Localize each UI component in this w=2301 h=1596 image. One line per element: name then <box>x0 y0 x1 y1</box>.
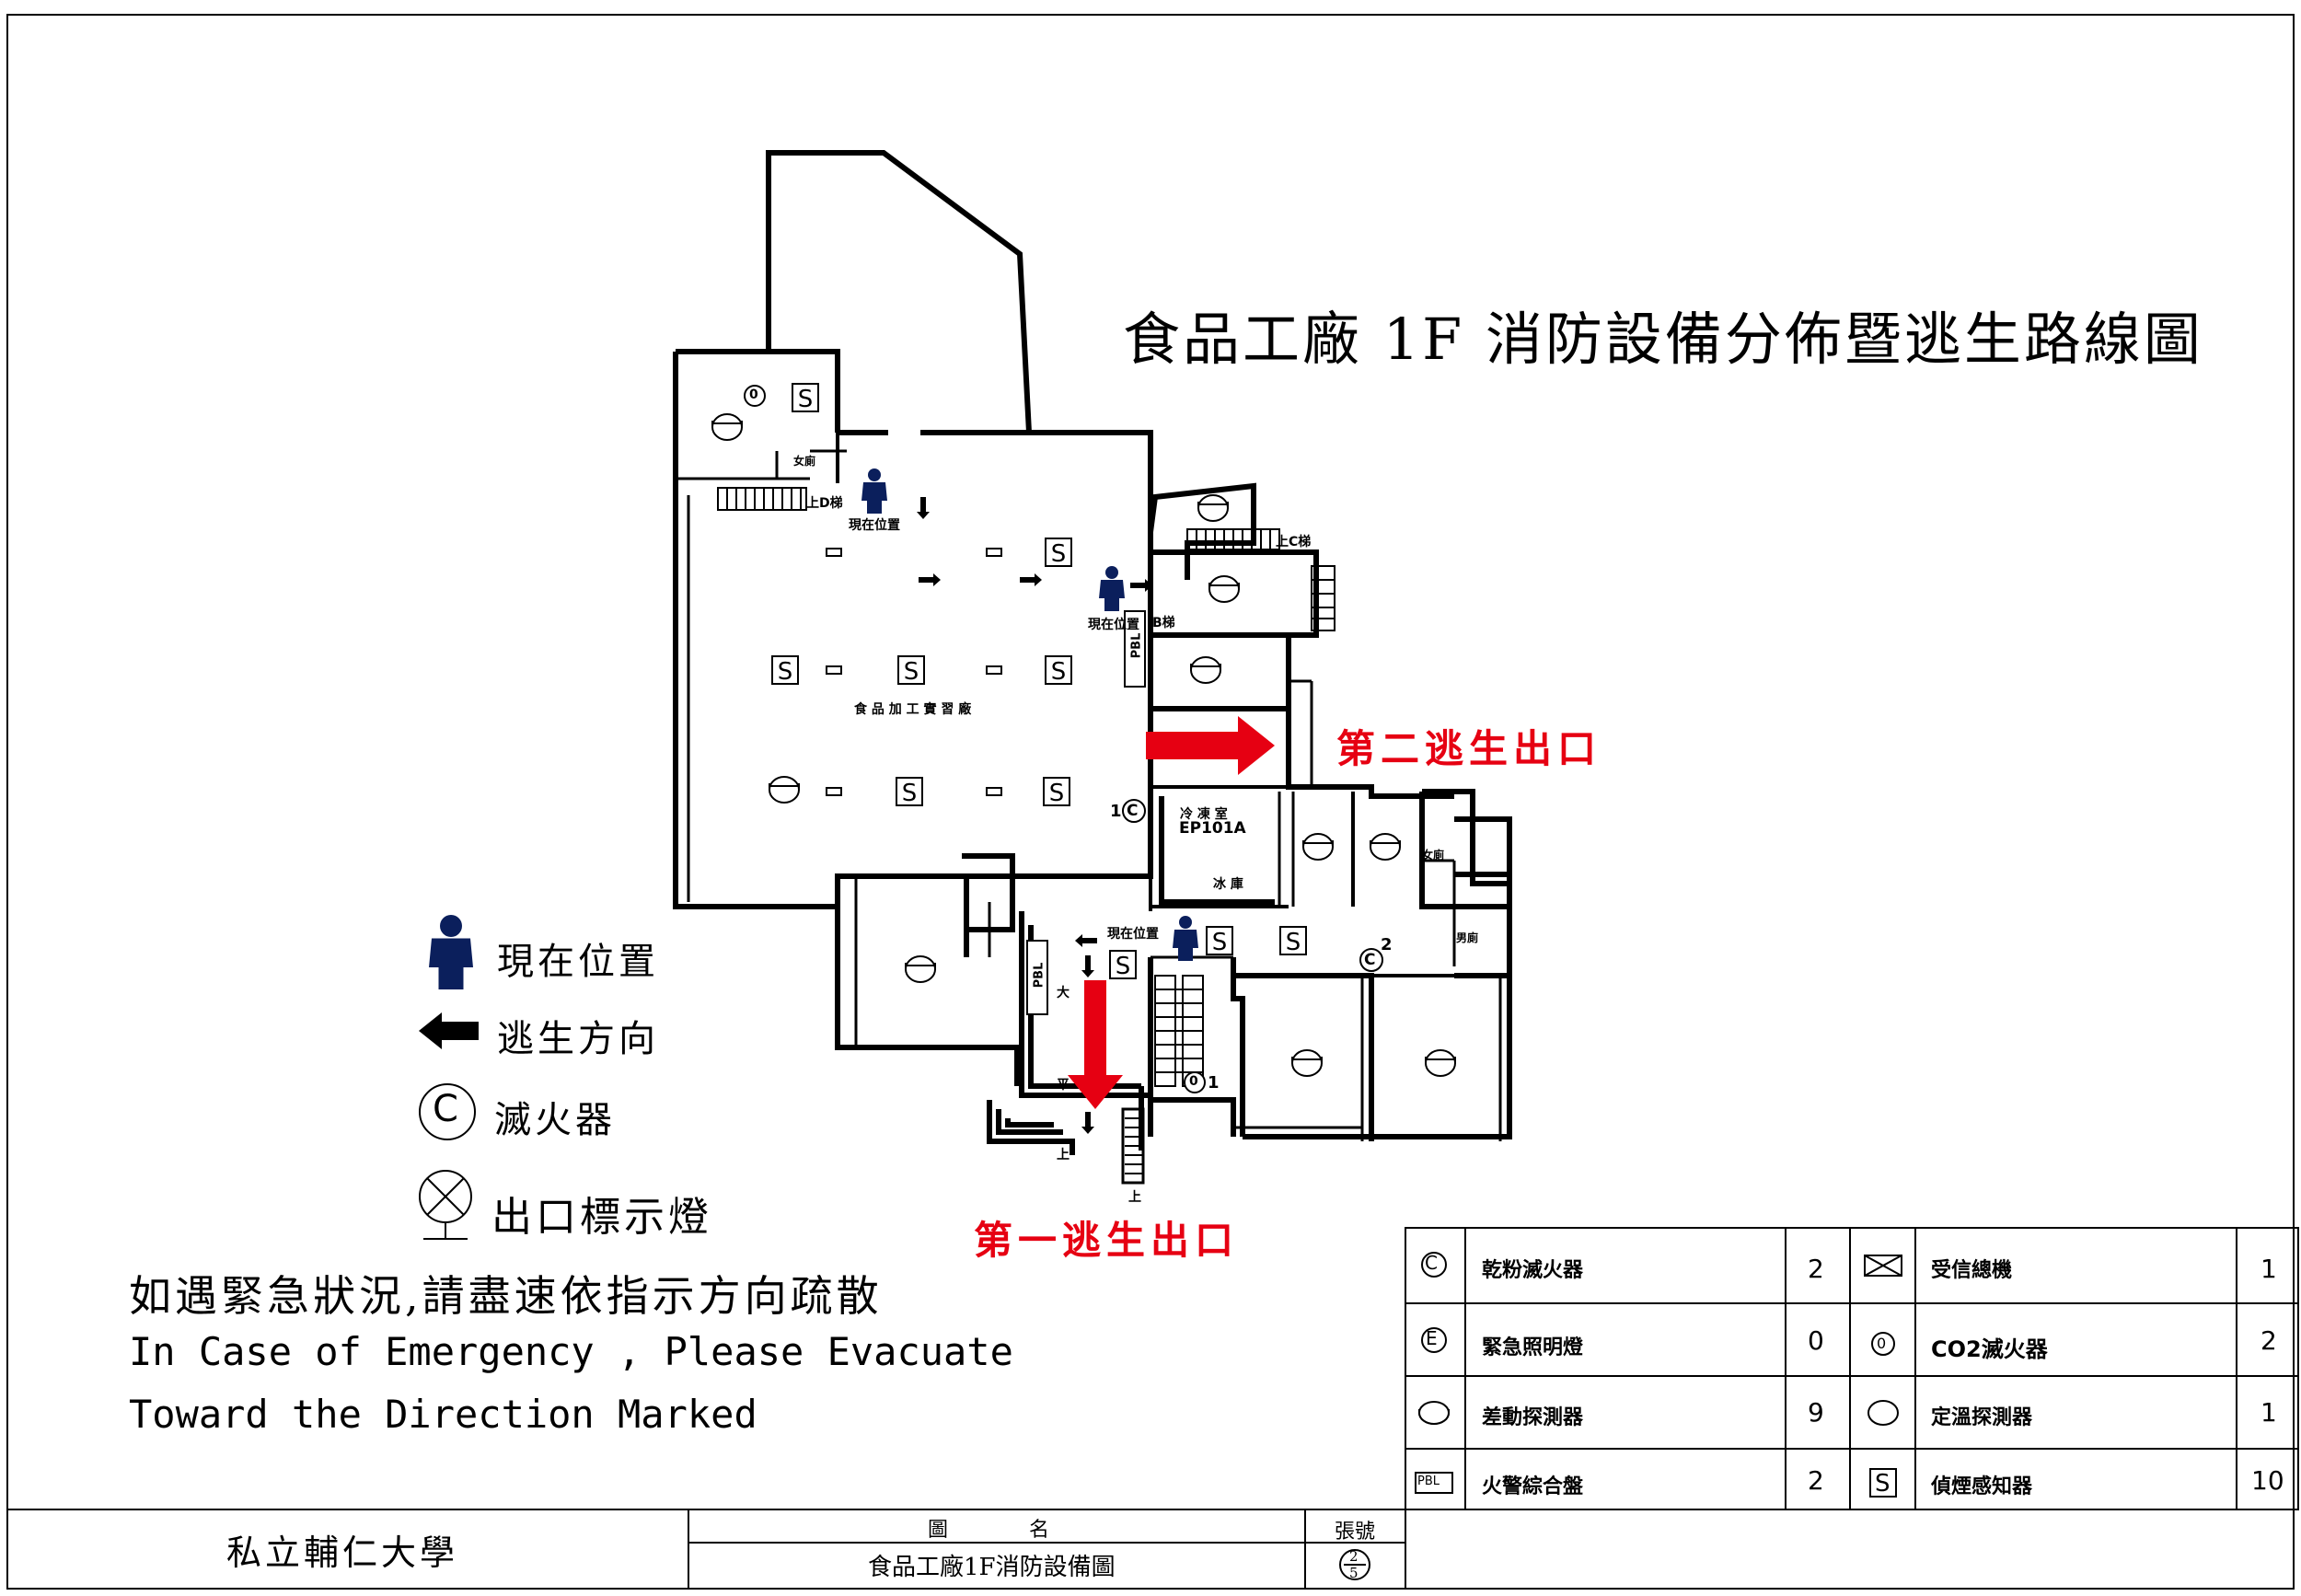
first-exit-label: 第一逃生出口 <box>974 1218 1240 1263</box>
table-pbl-symbol: PBL <box>1417 1475 1440 1488</box>
page-title: 食品工廠 1F 消防設備分佈暨逃生路線圖 <box>1123 306 2203 373</box>
plan-label-women-wc-2: 女廁 <box>1422 849 1445 862</box>
table-co2-symbol: 0 <box>1877 1335 1887 1352</box>
plan-label-men-wc: 男廁 <box>1456 931 1479 944</box>
plan-extinguisher-1 <box>1122 799 1146 823</box>
plan-extinguisher-symbol-1: C <box>1127 802 1139 820</box>
plan-label-current-position-2: 現在位置 <box>1088 618 1139 632</box>
legend-extinguisher-symbol: C <box>433 1088 458 1130</box>
table-row-4-left-count: 2 <box>1808 1465 1824 1496</box>
legend-current-position-label: 現在位置 <box>497 941 659 983</box>
table-row-3-left-name: 差動探測器 <box>1482 1406 1584 1429</box>
plan-co2-2 <box>1184 1071 1206 1093</box>
table-row-2-right-count: 2 <box>2261 1325 2277 1356</box>
plan-extinguisher-num-1: 1 <box>1110 802 1122 821</box>
plan-label-current-position-3: 現在位置 <box>1107 927 1159 942</box>
emergency-notice-en-line1: In Case of Emergency , Please Evacuate <box>129 1329 1013 1374</box>
table-symbols <box>1415 1252 1902 1498</box>
plan-extinguisher-symbol-2: C <box>1364 951 1376 969</box>
plan-label-cold-room: 冷 凍 室 <box>1180 807 1228 822</box>
table-smoke-symbol: S <box>1875 1470 1891 1498</box>
legend-exit-sign-icon <box>419 1170 472 1240</box>
drawing-name: 食品工廠1F消防設備圖 <box>868 1554 1116 1581</box>
table-row-3-right-name: 定溫探測器 <box>1931 1406 2033 1429</box>
plan-label-ping: 平 <box>1057 1078 1070 1093</box>
table-row-4-right-count: 10 <box>2251 1465 2284 1496</box>
plan-label-stair-d: 上D梯 <box>806 496 843 511</box>
plan-co2-symbol-2: 0 <box>1189 1074 1198 1089</box>
legend-extinguisher-icon <box>419 1083 476 1140</box>
plan-label-current-position-1: 現在位置 <box>849 518 900 533</box>
legend-escape-direction-label: 逃生方向 <box>497 1018 659 1060</box>
plan-pbl-label-2: PBL <box>1032 962 1046 989</box>
table-row-2-left-name: 緊急照明燈 <box>1482 1336 1584 1359</box>
table-row-1-left-count: 2 <box>1808 1254 1824 1284</box>
plan-extinguisher-2 <box>1359 948 1383 972</box>
legend-exit-sign-label: 出口標示燈 <box>491 1194 712 1241</box>
emergency-notice-cn: 如遇緊急狀況,請盡速依指示方向疏散 <box>129 1271 883 1321</box>
table-row-2-right-name: CO2滅火器 <box>1931 1336 2048 1362</box>
plan-label-freezer: 冰 庫 <box>1213 877 1243 892</box>
plan-label-up-2: 上 <box>1128 1190 1141 1205</box>
second-exit-arrow <box>1146 716 1275 775</box>
emergency-notice-en-line2: Toward the Direction Marked <box>129 1392 757 1437</box>
stair-main-hatch <box>1125 975 1204 1174</box>
plan-label-women-wc-1: 女廁 <box>793 455 816 468</box>
first-exit-arrow <box>1068 980 1123 1109</box>
drawing-name-header: 圖 名 <box>928 1519 1050 1542</box>
plan-co2-symbol-1: 0 <box>749 387 758 402</box>
sheet-header: 張號 <box>1335 1521 1376 1544</box>
fire-panel-pbl-2 <box>1026 940 1048 1015</box>
table-extinguisher-symbol: C <box>1425 1252 1438 1274</box>
table-row-3-left-count: 9 <box>1808 1397 1824 1428</box>
fire-panel-pbl-1 <box>1124 610 1146 688</box>
table-row-1-left-name: 乾粉滅火器 <box>1482 1259 1584 1282</box>
plan-label-up-1: 上 <box>1057 1148 1070 1162</box>
legend-person-icon <box>429 915 473 989</box>
sheet-total: 5 <box>1349 1565 1359 1581</box>
stair-d-hatch <box>726 488 802 510</box>
table-row-4-left-name: 火警綜合盤 <box>1482 1475 1584 1498</box>
plan-label-processing-room: 食 品 加 工 實 習 廠 <box>854 702 972 717</box>
equipment-table-grid <box>1405 1227 2299 1510</box>
plan-label-da: 大 <box>1057 986 1070 1000</box>
title-block-grid <box>7 1509 1406 1589</box>
legend-escape-arrow-icon <box>419 1012 479 1049</box>
sheet-border <box>6 14 2295 1590</box>
plan-label-stair-c: 上C梯 <box>1276 535 1312 549</box>
table-emergency-light-symbol: E <box>1426 1327 1438 1349</box>
school-name: 私立輔仁大學 <box>226 1532 459 1573</box>
table-row-1-right-count: 1 <box>2261 1254 2277 1284</box>
sheet-number: 2 <box>1349 1548 1359 1565</box>
plan-extinguisher-num-2: 2 <box>1381 935 1393 954</box>
stair-c-hatch <box>1186 528 1336 631</box>
legend-extinguisher-label: 滅火器 <box>494 1099 616 1141</box>
table-row-1-right-name: 受信總機 <box>1931 1259 2013 1282</box>
plan-label-ep-code: EP101A <box>1179 819 1246 838</box>
table-row-2-left-count: 0 <box>1808 1325 1824 1356</box>
table-row-4-right-name: 偵煙感知器 <box>1931 1475 2033 1498</box>
second-exit-label: 第二逃生出口 <box>1336 726 1602 771</box>
plan-co2-1 <box>744 385 766 407</box>
plan-pbl-label-1: PBL <box>1129 632 1144 659</box>
plan-co2-num: 1 <box>1208 1073 1220 1093</box>
plan-label-stair-b: B梯 <box>1152 616 1175 630</box>
table-row-3-right-count: 1 <box>2261 1397 2277 1428</box>
